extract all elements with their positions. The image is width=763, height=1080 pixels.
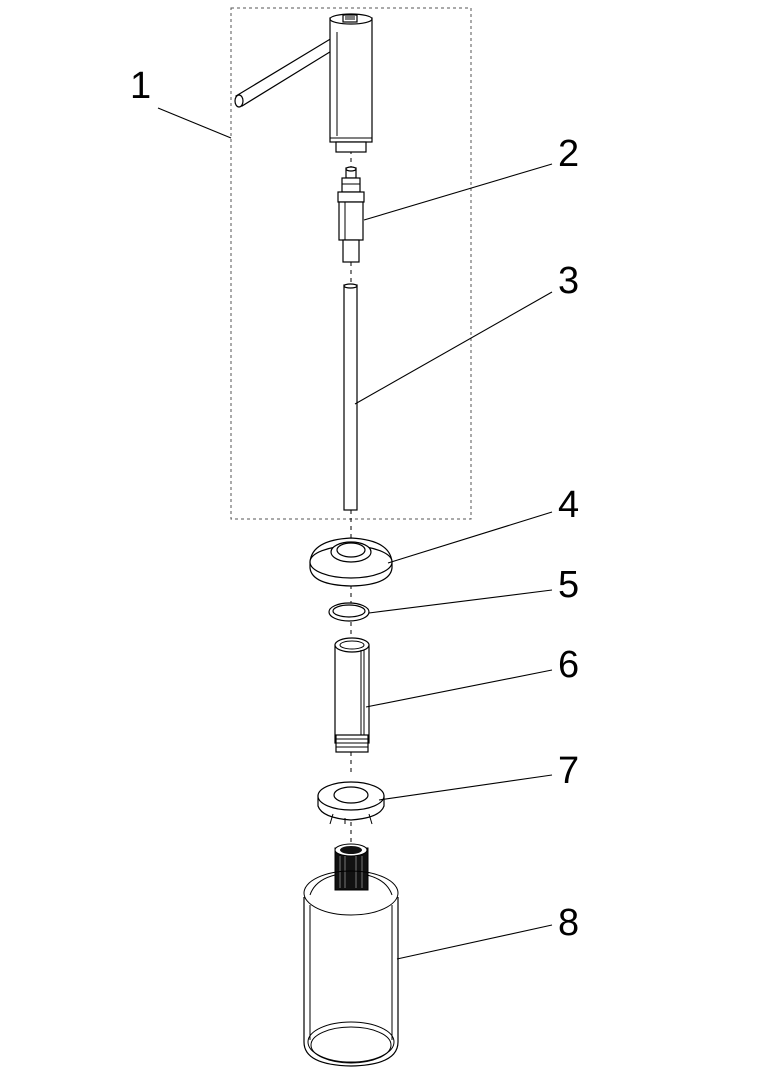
leader-lines <box>157 107 553 960</box>
callout-4: 4 <box>558 484 579 526</box>
dispenser-head <box>234 13 373 153</box>
callout-3: 3 <box>558 260 579 302</box>
threaded-sleeve <box>334 637 370 753</box>
callout-8: 8 <box>558 902 579 944</box>
suction-tube <box>343 283 358 511</box>
callout-6: 6 <box>558 644 579 686</box>
callout-5: 5 <box>558 564 579 606</box>
mounting-flange <box>309 537 393 587</box>
pump-cartridge <box>337 166 365 263</box>
callout-1: 1 <box>130 65 151 107</box>
soap-bottle <box>303 843 399 1067</box>
callout-7: 7 <box>558 750 579 792</box>
callout-2: 2 <box>558 133 579 175</box>
lock-nut <box>317 781 385 825</box>
gasket-ring <box>328 602 370 622</box>
